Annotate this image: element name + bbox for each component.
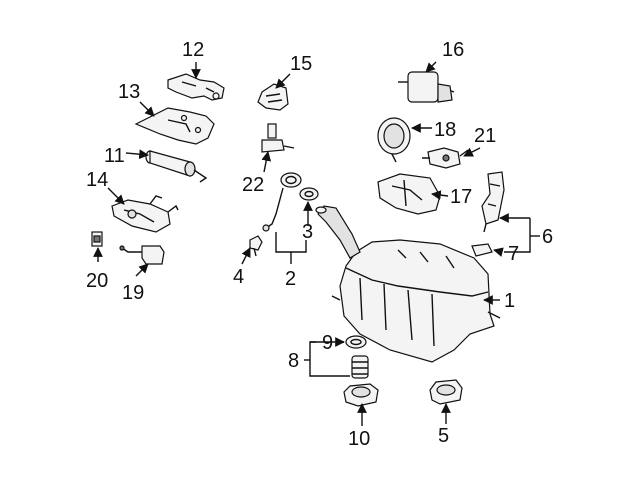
part-9-seal-ring xyxy=(345,335,367,349)
callout-19: 19 xyxy=(122,282,144,304)
part-3-o-ring xyxy=(299,187,319,201)
callout-15: 15 xyxy=(290,53,312,75)
callout-21: 21 xyxy=(474,125,496,147)
part-1-fuel-tank xyxy=(315,205,501,363)
callout-3: 3 xyxy=(302,221,313,243)
part-8-strainer xyxy=(351,355,369,379)
part-12-bracket xyxy=(167,73,225,101)
callout-11: 11 xyxy=(104,145,125,167)
part-20-clip xyxy=(91,231,103,247)
part-19-sensor xyxy=(119,245,165,265)
part-11-fuel-pump xyxy=(145,150,208,183)
callout-6: 6 xyxy=(542,226,553,248)
part-18-ring-seal xyxy=(377,117,411,163)
callout-10: 10 xyxy=(348,428,370,450)
callout-20: 20 xyxy=(86,270,108,292)
callout-1: 1 xyxy=(504,290,515,312)
part-21-regulator xyxy=(422,147,469,169)
callout-17: 17 xyxy=(450,186,472,208)
callout-12: 12 xyxy=(182,39,204,61)
part-2-sender-and-gasket xyxy=(262,172,302,232)
callout-22: 22 xyxy=(242,174,264,196)
part-13-mounting-plate xyxy=(134,107,215,145)
callout-5: 5 xyxy=(438,425,449,447)
callout-18: 18 xyxy=(434,119,456,141)
callout-4: 4 xyxy=(233,266,244,288)
callout-14: 14 xyxy=(86,169,108,191)
part-5-lock-ring xyxy=(429,379,463,405)
part-7-small-part xyxy=(471,243,493,257)
part-10-locking-ring xyxy=(343,383,379,407)
callout-7: 7 xyxy=(508,243,519,265)
callout-13: 13 xyxy=(118,81,140,103)
callout-2: 2 xyxy=(285,268,296,290)
part-4-fitting xyxy=(249,235,263,257)
callout-8: 8 xyxy=(288,350,299,372)
part-14-pump-bracket xyxy=(111,195,179,233)
leader-lines xyxy=(93,61,540,426)
callout-9: 9 xyxy=(322,332,333,354)
part-15-clamp-ring xyxy=(257,83,289,111)
part-17-housing xyxy=(377,173,441,215)
callout-16: 16 xyxy=(442,39,464,61)
part-6-level-sender xyxy=(481,171,505,233)
part-16-fuel-filter xyxy=(398,71,455,103)
part-22-valve xyxy=(261,123,295,153)
